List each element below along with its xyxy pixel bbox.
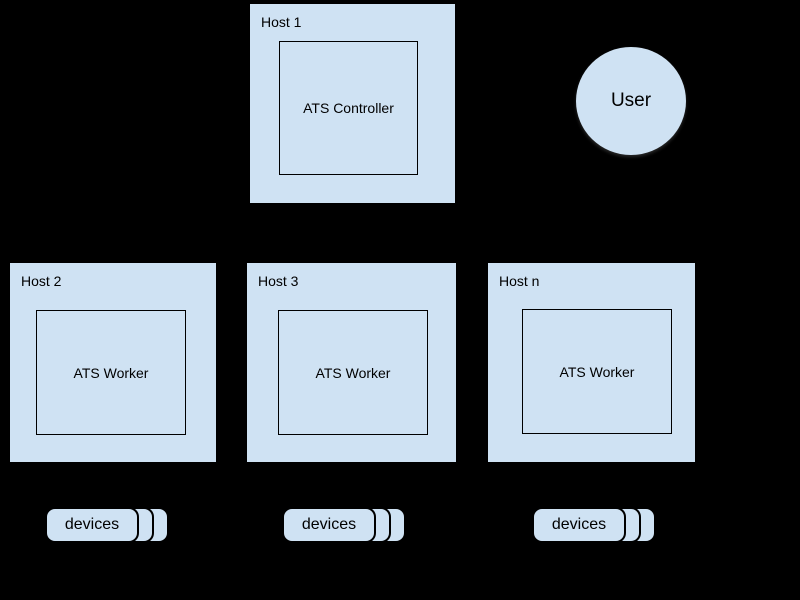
ats-worker-label: ATS Worker: [559, 363, 635, 380]
devices-card-front: devices: [532, 507, 626, 543]
ats-controller-label: ATS Controller: [303, 100, 394, 116]
host-3-label: Host 3: [258, 273, 299, 289]
host-1-node: Host 1 ATS Controller: [250, 4, 455, 203]
host-n-node: Host n ATS Worker: [488, 263, 695, 462]
user-label: User: [610, 90, 652, 111]
ats-worker-label: ATS Worker: [73, 364, 149, 381]
ats-worker-node: ATS Worker: [522, 309, 672, 434]
devices-label: devices: [301, 516, 357, 533]
host-2-node: Host 2 ATS Worker: [10, 263, 216, 462]
devices-card-front: devices: [282, 507, 376, 543]
ats-worker-node: ATS Worker: [278, 310, 428, 435]
user-node: User: [576, 47, 686, 155]
devices-stack: devices: [45, 507, 173, 544]
host-1-label: Host 1: [261, 14, 302, 30]
ats-worker-label: ATS Worker: [315, 364, 391, 381]
host-n-label: Host n: [499, 273, 540, 289]
host-2-label: Host 2: [21, 273, 62, 289]
host-3-node: Host 3 ATS Worker: [247, 263, 456, 462]
devices-card-front: devices: [45, 507, 139, 543]
devices-label: devices: [64, 516, 120, 533]
devices-label: devices: [551, 516, 607, 533]
ats-controller-node: ATS Controller: [279, 41, 418, 175]
devices-stack: devices: [282, 507, 410, 544]
devices-stack: devices: [532, 507, 660, 544]
ats-worker-node: ATS Worker: [36, 310, 186, 435]
